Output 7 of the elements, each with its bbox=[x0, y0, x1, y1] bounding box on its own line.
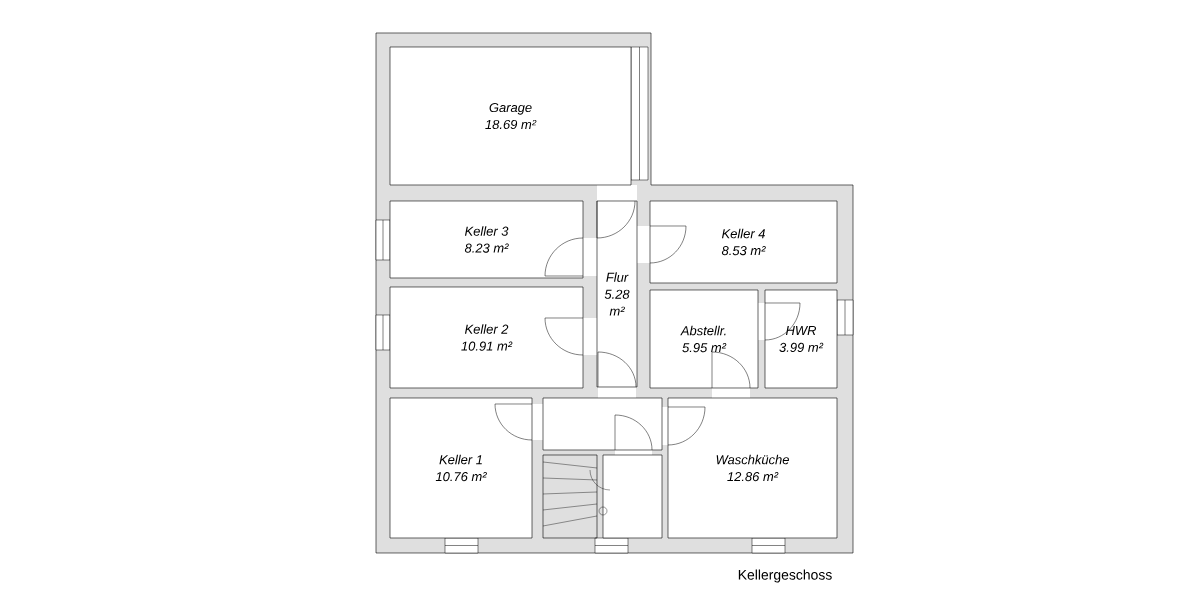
room: Keller 4 8.53 m² bbox=[649, 200, 838, 284]
room bbox=[602, 454, 663, 539]
room: Waschküche 12.86 m² bbox=[667, 397, 838, 539]
room: Keller 1 10.76 m² bbox=[389, 397, 533, 539]
room: Abstellr. 5.95 m² bbox=[649, 289, 759, 389]
room: Keller 2 10.91 m² bbox=[389, 286, 584, 389]
caption: Kellergeschoss bbox=[738, 569, 832, 583]
